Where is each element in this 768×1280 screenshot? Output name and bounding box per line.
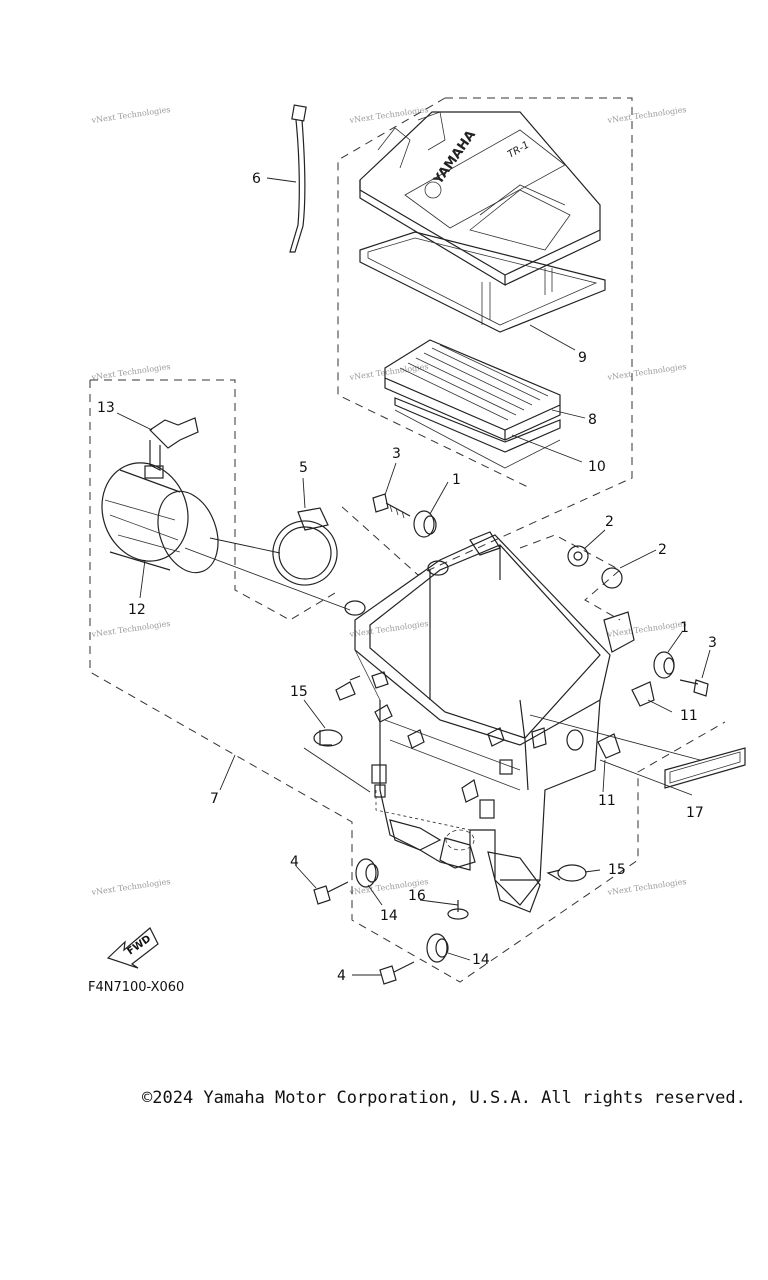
brand-on-part: YAMAHA	[430, 128, 479, 188]
hose-clamp-part	[272, 507, 338, 586]
watermark: vNext Technologies	[606, 619, 687, 639]
callout-5: 5	[299, 460, 308, 476]
callout-15: 15	[290, 684, 308, 700]
callout-8: 8	[588, 412, 597, 428]
callout-4: 4	[337, 968, 346, 984]
callout-16: 16	[408, 888, 426, 904]
callouts: 1 1 2 2 3 3 4 4 5 6 7 8 9 10 11 11 12 13…	[97, 171, 717, 984]
airbox-cover-part: YAMAHA TR-1	[359, 111, 606, 333]
watermark: vNext Technologies	[606, 362, 687, 382]
assembly-outlines	[89, 97, 726, 983]
callout-2: 2	[658, 542, 667, 558]
callout-6: 6	[252, 171, 261, 187]
copyright-notice: ©2024 Yamaha Motor Corporation, U.S.A. A…	[142, 1088, 746, 1108]
cable-tie-part	[289, 104, 307, 253]
model-on-part: TR-1	[506, 140, 531, 161]
watermark: vNext Technologies	[348, 619, 429, 639]
callout-12: 12	[128, 602, 146, 618]
callout-10: 10	[588, 459, 606, 475]
callout-11: 11	[680, 708, 698, 724]
callout-1: 1	[680, 620, 689, 636]
callout-17: 17	[686, 805, 704, 821]
clip-parts	[597, 681, 655, 759]
label-part	[664, 747, 746, 789]
air-filter-part	[384, 339, 561, 469]
callout-1: 1	[452, 472, 461, 488]
watermark: vNext Technologies	[606, 105, 687, 125]
callout-15: 15	[608, 862, 626, 878]
callout-13: 13	[97, 400, 115, 416]
fwd-arrow-icon: FWD	[106, 927, 159, 969]
callout-7: 7	[210, 791, 219, 807]
callout-3: 3	[708, 635, 717, 651]
leader-lines	[116, 177, 711, 976]
watermark: vNext Technologies	[348, 105, 429, 125]
callout-14: 14	[380, 908, 398, 924]
watermark: vNext Technologies	[90, 877, 171, 897]
watermark: vNext Technologies	[90, 619, 171, 639]
diagram-code: F4N7100-X060	[88, 980, 184, 995]
watermark: vNext Technologies	[90, 105, 171, 125]
intake-duct-part	[101, 462, 219, 574]
callout-2: 2	[605, 514, 614, 530]
callout-4: 4	[290, 854, 299, 870]
fasteners	[313, 493, 709, 985]
elbow-fitting-part	[144, 417, 199, 479]
airbox-body-part	[335, 531, 635, 913]
callout-9: 9	[578, 350, 587, 366]
callout-3: 3	[392, 446, 401, 462]
watermarks: vNext Technologies vNext Technologies vN…	[90, 105, 687, 897]
callout-14: 14	[472, 952, 490, 968]
watermark: vNext Technologies	[90, 362, 171, 382]
callout-11: 11	[598, 793, 616, 809]
watermark: vNext Technologies	[606, 877, 687, 897]
